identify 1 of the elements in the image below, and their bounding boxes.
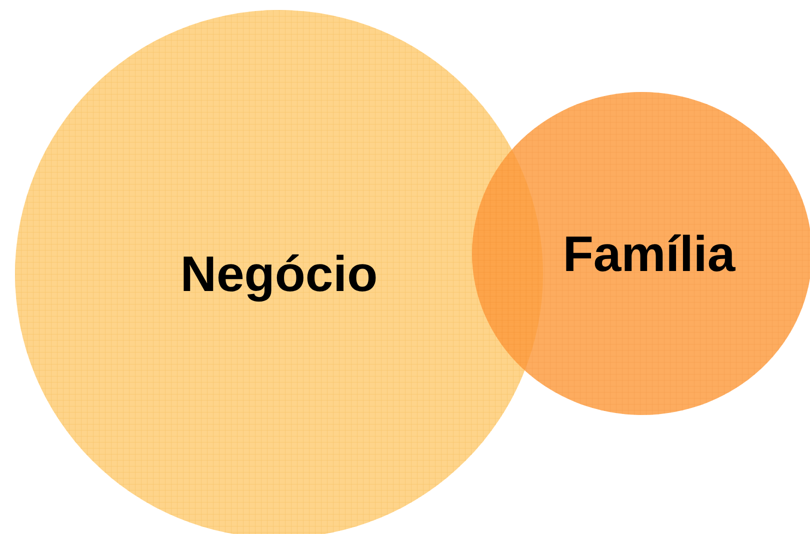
circle-label: Família — [562, 228, 736, 278]
